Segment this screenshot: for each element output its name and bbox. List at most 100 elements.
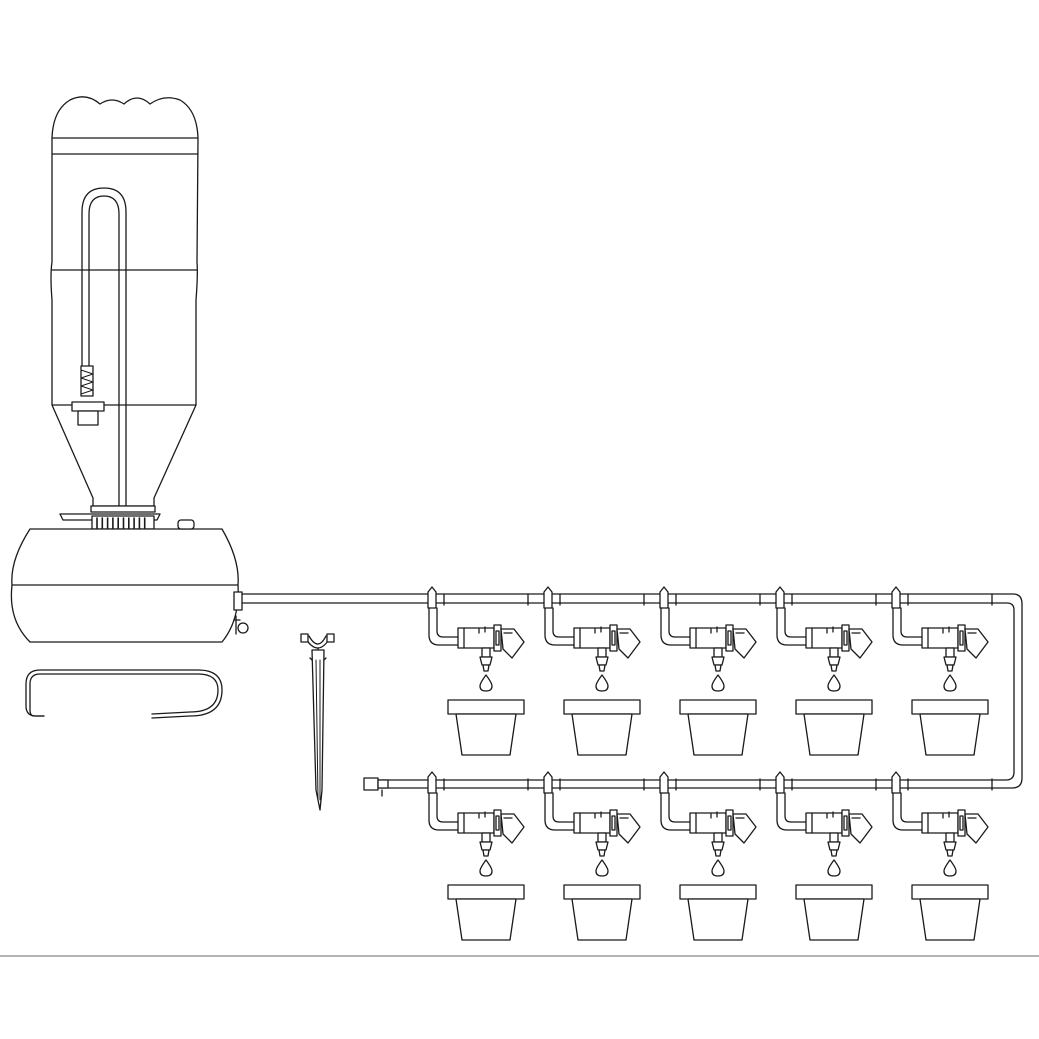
dripper-wing [848,628,873,659]
pot-body [455,713,517,756]
elbow-tube [776,792,807,831]
nozzle-stem [713,832,723,843]
nozzle-stem [945,647,955,658]
nozzle-tip [827,656,841,666]
water-drop [595,674,609,692]
tube-weight-cap [71,401,105,412]
flower-pot [911,699,989,756]
water-drop [943,674,957,692]
pot-body [687,898,749,941]
nozzle-stem [481,647,491,658]
dripper-unit [659,586,761,756]
pot-body [919,713,981,756]
clamp-slot [843,815,848,831]
dripper-wing [732,813,757,844]
clamp-slot [843,630,848,646]
tee-connector [543,586,553,609]
dripper-pot-units [427,586,993,941]
dripper-vent [478,626,486,634]
clamp-slot [495,815,500,831]
bottle-outline [50,96,199,507]
bottle-reservoir [50,96,199,507]
tee-connector [427,586,437,609]
water-drop [595,859,609,877]
dripper-wing [732,628,757,659]
elbow-tube [544,792,575,831]
nozzle-outlet [714,849,722,857]
pot-rim [911,884,989,900]
tube-weight-body [77,410,99,426]
dripper-unit [891,586,993,756]
nozzle-outlet [482,849,490,857]
dripper-unit [427,771,529,941]
flower-pot [563,884,641,941]
nozzle-stem [829,832,839,843]
pot-body [803,713,865,756]
nozzle-tip [595,841,609,851]
dripper-vent [594,626,602,634]
nozzle-outlet [714,664,722,672]
pot-body [571,898,633,941]
nozzle-tip [479,656,493,666]
tee-connector [891,586,901,609]
dripper-vent [942,811,950,819]
dripper-unit [543,586,645,756]
nozzle-stem [597,832,607,843]
nozzle-tip [595,656,609,666]
dripper-vent [710,626,718,634]
nozzle-stem [945,832,955,843]
elbow-tube [428,792,459,831]
tee-connector [659,586,669,609]
dripper-unit [775,771,877,941]
water-drop [711,674,725,692]
nozzle-stem [481,832,491,843]
pot-rim [911,699,989,715]
nozzle-outlet [830,849,838,857]
hanging-hook [25,669,223,719]
filter-spring [80,365,94,397]
nozzle-tip [711,656,725,666]
outlet-port [233,591,243,611]
dripper-unit [543,771,645,941]
dripper-wing [848,813,873,844]
base-button [177,519,195,530]
elbow-tube [776,607,807,646]
dripper-vent [594,811,602,819]
bottle-neck-cap [59,505,161,530]
tee-connector [775,586,785,609]
flower-pot [795,884,873,941]
dripper-wing [616,628,641,659]
dripper-unit [775,586,877,756]
tee-connector [659,771,669,794]
dripper-vent [478,811,486,819]
nozzle-stem [713,647,723,658]
clamp-slot [611,815,616,831]
pot-body [571,713,633,756]
dripper-wing [964,628,989,659]
dripper-vent [710,811,718,819]
tee-connector [775,771,785,794]
pot-body [455,898,517,941]
nozzle-outlet [946,664,954,672]
nozzle-tip [479,841,493,851]
dripper-wing [616,813,641,844]
pot-rim [795,699,873,715]
water-drop [943,859,957,877]
water-drop [479,859,493,877]
pot-rim [679,884,757,900]
elbow-tube [660,792,691,831]
nozzle-outlet [598,664,606,672]
end-plug [363,777,379,791]
dripper-unit [891,771,993,941]
pot-body [803,898,865,941]
valve-stem [233,615,241,635]
clamp-slot [727,630,732,646]
tee-connector [543,771,553,794]
nozzle-tip [943,656,957,666]
water-drop [827,859,841,877]
elbow-tube [892,607,923,646]
siphon-tube-inner [88,195,120,507]
hanging-hook-inner [29,673,219,717]
